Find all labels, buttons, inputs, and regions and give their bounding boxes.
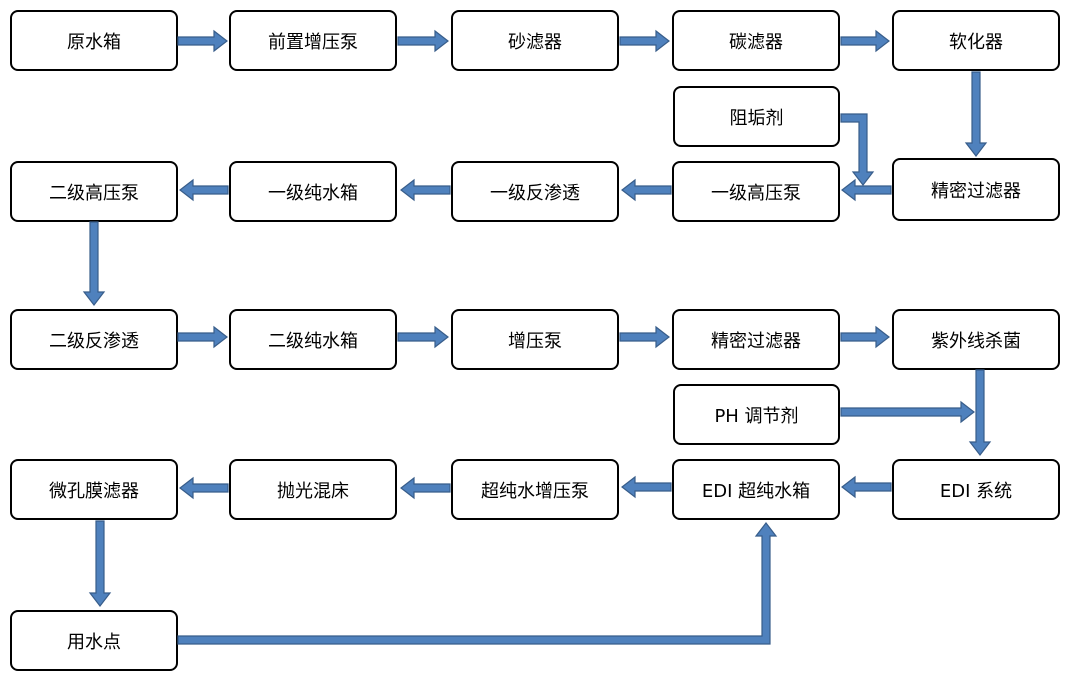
arrow-antiscalant-to-hp-pump [840,113,875,186]
uv-sterilizer-box: 紫外线杀菌 [892,309,1060,370]
arrow-uv-to-edi-system [968,369,992,456]
carbon-filter-box: 碳滤器 [672,10,840,71]
microporous-filter-box: 微孔膜滤器 [10,459,178,520]
precision-filter-1-box: 精密过滤器 [892,158,1060,221]
primary-hp-pump-box: 一级高压泵 [672,161,840,222]
arrow-primary-ro-to-pure-tank [400,178,451,202]
primary-pure-tank-box: 一级纯水箱 [229,161,397,222]
edi-system-box: EDI 系统 [892,459,1060,520]
arrow-point-of-use-return [177,522,778,645]
pre-booster-pump-box: 前置增压泵 [229,10,397,71]
antiscalant-box: 阻垢剂 [673,86,840,147]
arrow-softener-to-precision-filter [964,71,988,157]
booster-pump-box: 增压泵 [451,309,619,370]
arrow-pure-tank-to-secondary-hp-pump [179,178,229,202]
arrow-edi-system-to-ultrapure-tank [841,475,892,499]
arrow-precision-filter-to-hp-pump [841,178,892,202]
arrow-precision-filter-to-uv [840,325,890,349]
edi-ultrapure-tank-box: EDI 超纯水箱 [672,459,840,520]
secondary-ro-box: 二级反渗透 [10,309,178,370]
secondary-pure-tank-box: 二级纯水箱 [229,309,397,370]
raw-water-tank-box: 原水箱 [10,10,178,71]
polishing-bed-box: 抛光混床 [229,459,397,520]
sand-filter-box: 砂滤器 [451,10,619,71]
ph-regulator-box: PH 调节剂 [673,384,840,445]
arrow-sand-to-carbon [619,29,670,53]
arrow-carbon-to-softener [840,29,890,53]
arrow-prebooster-to-sand [397,29,449,53]
arrow-secondary-ro-to-pure-tank [177,325,228,349]
arrow-booster-to-precision-filter [619,325,670,349]
ultrapure-booster-box: 超纯水增压泵 [451,459,619,520]
point-of-use-box: 用水点 [10,610,178,671]
precision-filter-2-box: 精密过滤器 [672,309,840,370]
arrow-secondary-hp-pump-to-secondary-ro [82,221,106,306]
arrow-booster-to-polishing-bed [400,476,451,500]
arrow-raw-to-prebooster [177,29,228,53]
arrow-hp-pump-to-primary-ro [621,178,672,202]
arrow-ph-regulator-to-edi [840,400,975,424]
arrow-pure-tank-to-booster [397,325,449,349]
arrow-polishing-bed-to-microporous [179,476,229,500]
arrow-microporous-to-point-of-use [88,520,112,607]
arrow-ultrapure-tank-to-booster [621,475,672,499]
softener-box: 软化器 [892,10,1060,71]
secondary-hp-pump-box: 二级高压泵 [10,161,178,222]
primary-ro-box: 一级反渗透 [451,161,619,222]
